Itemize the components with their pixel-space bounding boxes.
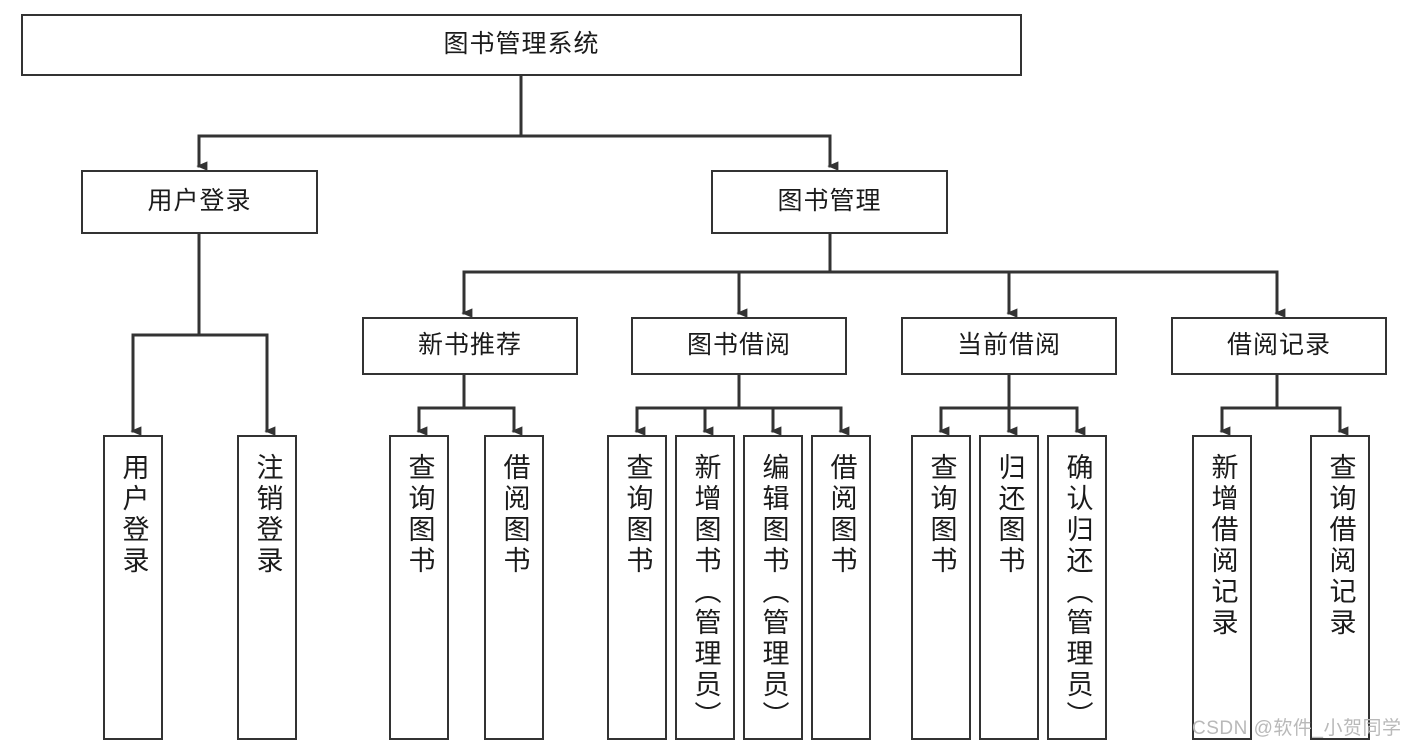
node-label: 图书管理 bbox=[777, 187, 882, 216]
node-leaf-add-borrow-record[interactable]: 新增借阅记录 bbox=[1192, 435, 1252, 740]
node-book-borrow[interactable]: 图书借阅 bbox=[631, 317, 847, 375]
node-leaf-edit-book-admin[interactable]: 编辑图书（管理员） bbox=[743, 435, 803, 740]
node-label: 注销登录 bbox=[252, 453, 283, 577]
csdn-watermark: CSDN @软件_小贺同学 bbox=[1192, 718, 1402, 739]
node-label: 用户登录 bbox=[147, 187, 252, 216]
node-leaf-borrow-book-borrow[interactable]: 借阅图书 bbox=[811, 435, 871, 740]
node-new-book-recommend[interactable]: 新书推荐 bbox=[362, 317, 578, 375]
node-leaf-query-book-newbook[interactable]: 查询图书 bbox=[389, 435, 449, 740]
node-leaf-logout-login[interactable]: 注销登录 bbox=[237, 435, 297, 740]
node-leaf-add-book-admin[interactable]: 新增图书（管理员） bbox=[675, 435, 735, 740]
node-label: 当前借阅 bbox=[956, 331, 1061, 360]
node-label: 编辑图书（管理员） bbox=[758, 453, 789, 732]
node-borrow-record[interactable]: 借阅记录 bbox=[1171, 317, 1387, 375]
node-label: 确认归还（管理员） bbox=[1062, 453, 1093, 732]
node-leaf-return-book[interactable]: 归还图书 bbox=[979, 435, 1039, 740]
node-leaf-confirm-return-admin[interactable]: 确认归还（管理员） bbox=[1047, 435, 1107, 740]
node-label: 借阅图书 bbox=[499, 453, 530, 577]
node-leaf-query-borrow-record[interactable]: 查询借阅记录 bbox=[1310, 435, 1370, 740]
node-label: 借阅图书 bbox=[826, 453, 857, 577]
node-label: 图书管理系统 bbox=[443, 30, 600, 59]
node-label: 新增借阅记录 bbox=[1207, 453, 1238, 639]
node-root-book-management-system[interactable]: 图书管理系统 bbox=[21, 14, 1022, 76]
node-label: 查询图书 bbox=[404, 453, 435, 577]
node-label: 查询图书 bbox=[926, 453, 957, 577]
node-label: 用户登录 bbox=[118, 453, 149, 577]
node-label: 查询图书 bbox=[622, 453, 653, 577]
node-leaf-query-book-current[interactable]: 查询图书 bbox=[911, 435, 971, 740]
node-label: 新增图书（管理员） bbox=[690, 453, 721, 732]
node-book-manage[interactable]: 图书管理 bbox=[711, 170, 948, 234]
node-leaf-borrow-book-newbook[interactable]: 借阅图书 bbox=[484, 435, 544, 740]
node-label: 查询借阅记录 bbox=[1325, 453, 1356, 639]
node-label: 归还图书 bbox=[994, 453, 1025, 577]
node-leaf-query-book-borrow[interactable]: 查询图书 bbox=[607, 435, 667, 740]
node-user-login[interactable]: 用户登录 bbox=[81, 170, 318, 234]
node-leaf-user-login[interactable]: 用户登录 bbox=[103, 435, 163, 740]
node-current-borrow[interactable]: 当前借阅 bbox=[901, 317, 1117, 375]
node-label: 图书借阅 bbox=[686, 331, 791, 360]
node-label: 新书推荐 bbox=[417, 331, 522, 360]
node-label: 借阅记录 bbox=[1226, 331, 1331, 360]
